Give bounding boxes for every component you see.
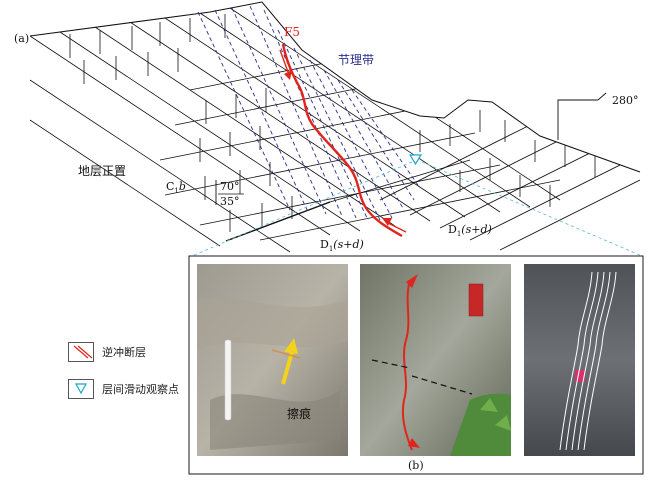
photo-1: 擦痕 [197,264,348,456]
legend-thrust-fault-label: 逆冲断层 [102,346,146,359]
photo-fault-arrow-top [406,274,418,288]
photo-fault-trace [402,279,413,451]
normal-strata-label: 地层正置 [78,164,126,178]
notebook-small [575,370,585,382]
joint-zone-label: 节理带 [338,53,374,67]
fault-label: F5 [284,25,300,39]
lower-boundary-right [329,159,471,203]
legend-thrust-fault: 逆冲断层 [68,342,146,362]
observation-point-marker [408,154,423,166]
dip-gentle-label: 35° [220,195,240,208]
photo-2 [360,264,511,456]
fault-arrow-lower [385,221,407,233]
cross-section: (a) F5 节理带 280° 地层正置 C1b 70° 35° D1(s+d)… [14,1,643,257]
scale-rod [224,339,232,421]
dip-steep-label: 70° [220,180,240,193]
panel-a-label: (a) [14,32,29,45]
scratch-label: 擦痕 [287,406,311,421]
photo-3 [524,264,635,456]
fault-arrow-upper [279,49,289,73]
strike-marker [557,99,598,140]
slickenside-arrow-shaft [281,351,294,385]
fault-arrow-lower-head [382,218,392,226]
guide-line-left [191,161,413,257]
lower-boundary-left [225,201,331,242]
legend-observation-point: 层间滑动观察点 [68,379,179,399]
strike-tick [597,92,607,101]
photo-3-white-traces [559,271,617,451]
thrust-fault-symbol [68,342,94,362]
unit-d1-label: D1(s+d) [320,238,364,253]
bedding-layers [30,2,640,253]
fault-f5-trace [281,43,403,238]
notebook [468,283,484,317]
ground-surface [29,1,641,173]
observation-point-symbol [68,379,94,399]
unit-cb-label: C1b [166,180,186,195]
panel-b-label: (b) [408,459,424,472]
guide-line-right [421,161,643,257]
fault-arrow-upper-head [284,70,292,80]
slickenside-arrow-head [284,338,298,354]
photo-fault-arrow-bottom [408,438,420,448]
strike-label: 280° [612,94,639,107]
unit-d2-label: D1(s+d) [448,223,492,238]
legend-observation-point-label: 层间滑动观察点 [102,383,179,396]
joint-zone-lines [197,5,421,221]
